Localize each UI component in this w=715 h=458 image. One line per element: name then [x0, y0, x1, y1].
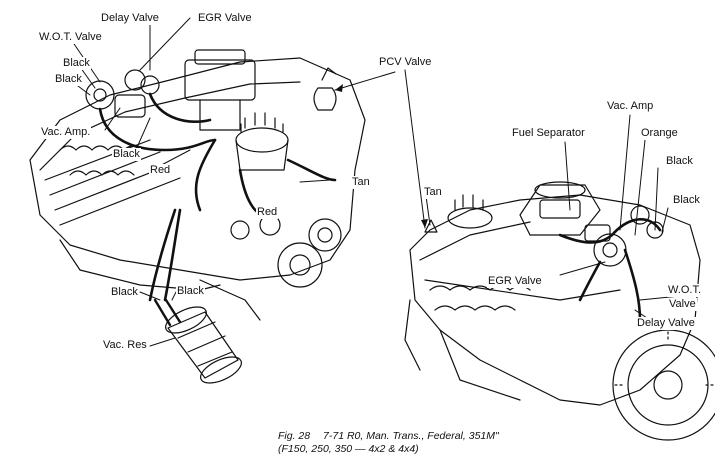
leader-lines — [69, 17, 681, 347]
label-black-7: Black — [672, 194, 701, 207]
label-black-5: Black — [176, 285, 205, 298]
left-engine-drawing — [29, 49, 366, 384]
arrowheads — [335, 84, 428, 228]
label-tan-left: Tan — [351, 176, 371, 189]
label-black-3: Black — [112, 148, 141, 161]
caption-line1: 7-71 R0, Man. Trans., Federal, 351M" — [323, 430, 499, 442]
label-wot-right-line2: Valve — [668, 298, 697, 311]
label-black-1: Black — [62, 57, 91, 70]
label-vac-res: Vac. Res — [102, 339, 148, 352]
label-egr-valve-left: EGR Valve — [197, 12, 253, 25]
label-vac-amp-left: Vac. Amp. — [40, 126, 92, 139]
label-tan-right: Tan — [423, 186, 443, 199]
right-engine-drawing — [404, 181, 715, 441]
label-black-2: Black — [54, 73, 83, 86]
label-pcv-valve: PCV Valve — [378, 56, 433, 69]
label-delay-valve-left: Delay Valve — [100, 12, 160, 25]
label-wot-valve-left: W.O.T. Valve — [38, 31, 103, 44]
label-black-6: Black — [665, 155, 694, 168]
caption-fig-number: Fig. 28 — [278, 430, 311, 442]
label-delay-valve-right: Delay Valve — [636, 317, 696, 330]
label-egr-valve-right: EGR Valve — [487, 275, 543, 288]
vac-reservoir-drawing — [153, 298, 242, 384]
label-fuel-separator: Fuel Separator — [511, 127, 586, 140]
label-black-4: Black — [110, 286, 139, 299]
label-orange: Orange — [640, 127, 679, 140]
figure-caption: Fig. 28 7-71 R0, Man. Trans., Federal, 3… — [278, 430, 499, 456]
caption-line2: (F150, 250, 350 — 4x2 & 4x4) — [278, 443, 419, 455]
label-wot-right-line1: W.O.T. — [667, 284, 702, 297]
label-vac-amp-right: Vac. Amp — [606, 100, 655, 113]
label-red-1: Red — [149, 164, 172, 177]
label-red-2: Red — [256, 206, 279, 219]
